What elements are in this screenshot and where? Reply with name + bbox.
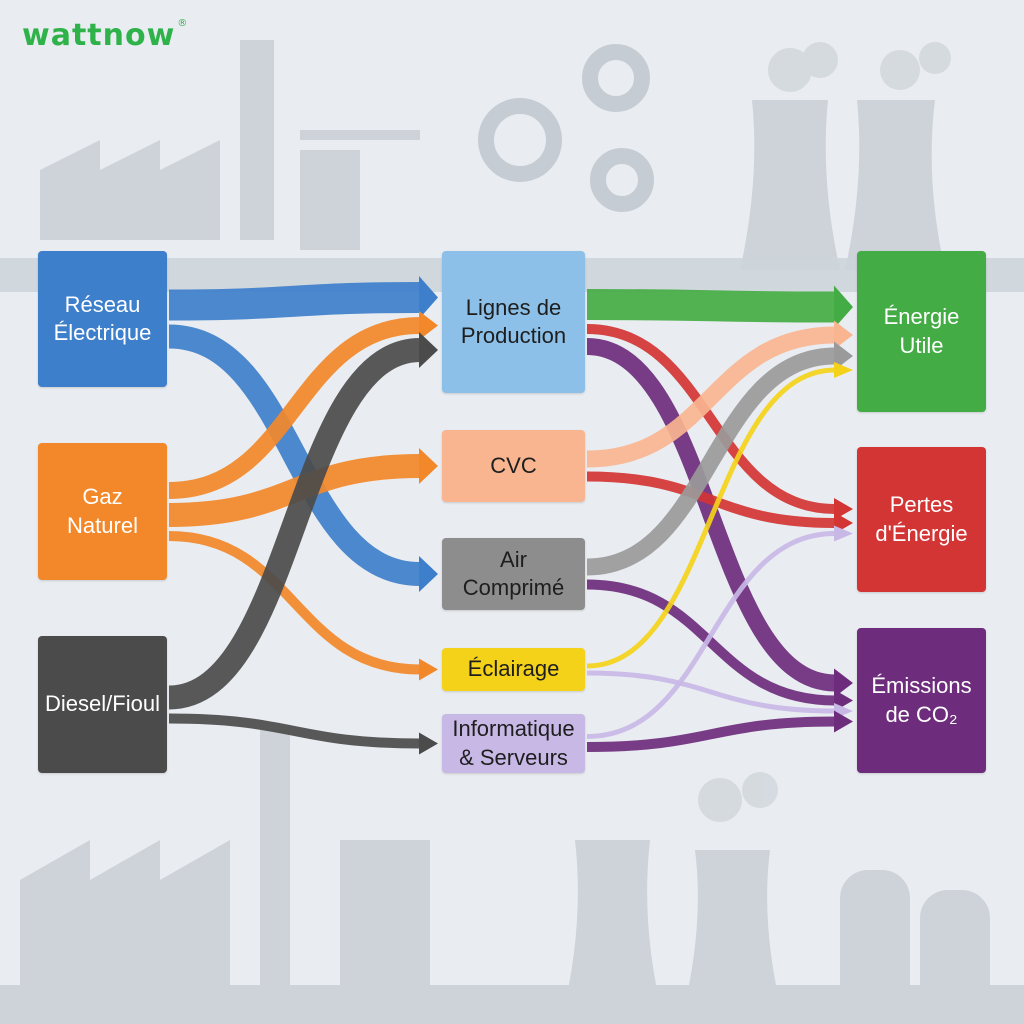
node-cvc: CVC xyxy=(442,430,585,502)
arrowhead-reseau-to-air xyxy=(419,556,438,592)
arrowhead-eclairage-to-utile xyxy=(834,362,853,378)
node-label: d'Énergie xyxy=(875,520,968,546)
node-informatique-serveurs: Informatique& Serveurs xyxy=(442,714,585,773)
node-label: Comprimé xyxy=(462,575,565,600)
flow-reseau-to-production xyxy=(168,282,421,321)
flow-eclairage-to-emissions xyxy=(586,670,836,714)
node-label: Diesel/Fioul xyxy=(45,691,160,717)
node-label: Émissions xyxy=(871,673,972,699)
node-label: Pertes xyxy=(889,492,954,518)
arrowhead-informatique-to-pertes xyxy=(834,525,853,542)
arrowhead-informatique-to-emissions xyxy=(834,710,853,733)
brand-logo-text: wattnow xyxy=(22,18,176,53)
flow-air-to-utile xyxy=(586,347,836,576)
node-eclairage: Éclairage xyxy=(442,648,585,691)
node-label: Réseau xyxy=(64,291,141,317)
flow-informatique-to-pertes xyxy=(586,531,836,739)
arrowhead-air-to-utile xyxy=(834,341,853,371)
node-label: Électrique xyxy=(53,320,152,345)
flow-diesel-to-informatique xyxy=(168,713,421,749)
node-label: Énergie xyxy=(883,304,960,330)
brand-logo: wattnow® xyxy=(22,18,188,53)
node-label: Éclairage xyxy=(467,656,560,682)
arrowhead-diesel-to-production xyxy=(419,332,438,368)
flow-production-to-utile xyxy=(586,289,836,323)
flow-eclairage-to-utile xyxy=(586,367,836,669)
arrowhead-gaz-to-cvc xyxy=(419,448,438,484)
flow-cvc-to-pertes xyxy=(586,471,836,528)
node-label: Lignes de xyxy=(465,294,562,320)
node-label: Production xyxy=(460,323,567,348)
flow-diesel-to-production xyxy=(168,338,421,710)
node-label: & Serveurs xyxy=(459,744,568,770)
flow-cvc-to-utile xyxy=(586,326,836,468)
arrowhead-production-to-pertes xyxy=(834,498,853,520)
node-label: Air xyxy=(500,546,527,572)
arrowhead-production-to-emissions xyxy=(834,668,853,698)
flow-gaz-to-production xyxy=(168,317,421,499)
registered-mark: ® xyxy=(177,18,189,29)
node-lignes-de-production: Lignes de Production xyxy=(442,251,585,393)
flow-informatique-to-emissions xyxy=(586,716,836,752)
arrowhead-production-to-utile xyxy=(834,285,853,329)
arrowhead-reseau-to-production xyxy=(419,276,438,319)
flow-gaz-to-eclairage xyxy=(168,531,421,675)
node-label: CVC xyxy=(490,452,537,478)
node-label: de CO₂ xyxy=(885,701,958,727)
flow-air-to-emissions xyxy=(586,579,836,706)
arrowhead-cvc-to-utile xyxy=(834,320,853,350)
node-diesel-fioul: Diesel/Fioul xyxy=(38,636,167,773)
node-label: Informatique xyxy=(452,716,575,742)
arrowhead-diesel-to-informatique xyxy=(419,732,438,755)
flow-production-to-pertes xyxy=(586,324,836,514)
arrowhead-gaz-to-production xyxy=(419,311,438,340)
node-label: Gaz xyxy=(82,484,123,510)
node-label: Utile xyxy=(899,332,944,358)
arrowhead-gaz-to-eclairage xyxy=(419,658,438,681)
flow-reseau-to-air xyxy=(168,324,421,586)
node-label: Naturel xyxy=(67,512,138,538)
